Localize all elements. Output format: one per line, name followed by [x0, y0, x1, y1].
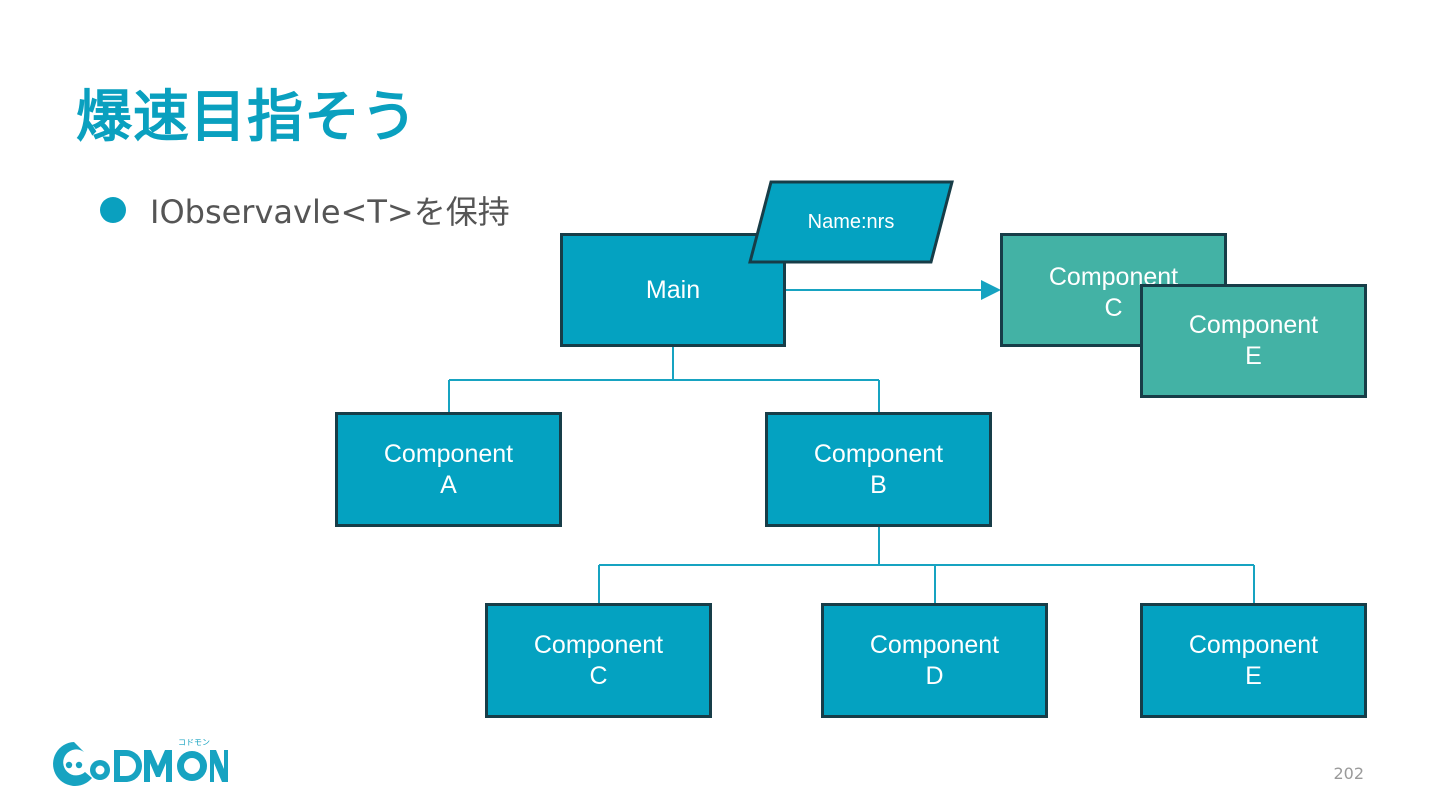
- node-linked-component-e: Component E: [1140, 284, 1367, 398]
- connector-b-children: [598, 525, 1255, 605]
- bullet-dot-icon: [100, 197, 126, 223]
- logo-ruby: コドモン: [178, 738, 210, 747]
- slide-title: 爆速目指そう: [76, 85, 418, 150]
- node-main: Main: [560, 233, 786, 347]
- codmon-logo: コドモン: [53, 738, 228, 786]
- node-component-b: Component B: [765, 412, 992, 527]
- bullet-item: IObservavle<T>を保持: [100, 190, 510, 231]
- page-number: 202: [1333, 764, 1364, 783]
- node-component-a: Component A: [335, 412, 562, 527]
- node-component-d: Component D: [821, 603, 1048, 718]
- parameter-label: Name:nrs: [807, 210, 895, 233]
- connector-main-children: [448, 346, 880, 413]
- node-component-c: Component C: [485, 603, 712, 718]
- node-component-e: Component E: [1140, 603, 1367, 718]
- bullet-text: IObservavle<T>を保持: [150, 193, 510, 231]
- parameter-shape: [748, 180, 954, 264]
